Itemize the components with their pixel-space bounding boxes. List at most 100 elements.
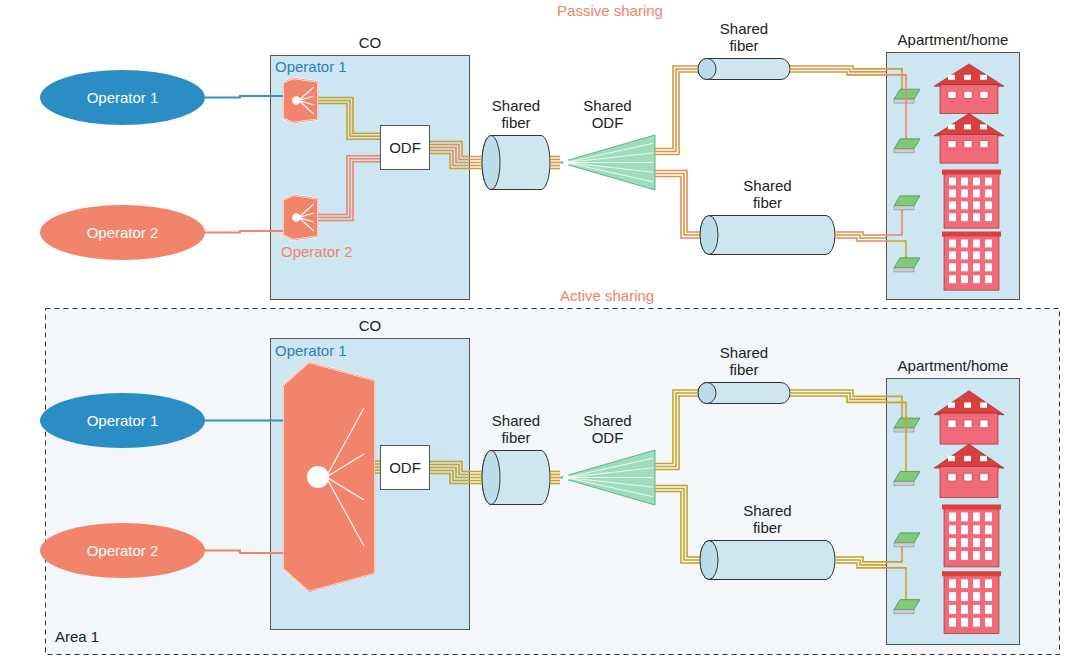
text-holder: ODF: [380, 125, 430, 170]
apartment-box: Apartment/home: [886, 378, 1020, 645]
fiber-strand: [790, 72, 886, 75]
fiber-cylinder-outline: [700, 540, 835, 580]
fiber-strand: [655, 69, 698, 152]
fiber-cylinder: Shared fiber: [482, 135, 550, 190]
fiber-strand: [550, 165, 560, 167]
fiber-strand: [655, 393, 698, 467]
splitter-triangle-label: Shared ODF: [578, 97, 638, 132]
fiber-connector: [655, 390, 698, 470]
fiber-cylinder: Shared fiber: [700, 540, 835, 580]
fiber-strand: [430, 154, 482, 169]
text-holder: Shared fiber: [486, 97, 546, 132]
fiber-strand: [655, 486, 700, 558]
apartment-box-label: Apartment/home: [883, 31, 1023, 48]
operator-ellipse: Operator 1: [40, 70, 205, 125]
fiber-strand: [205, 551, 283, 553]
fiber-connector: [205, 551, 283, 553]
fiber-cylinder-outline: [698, 58, 790, 80]
fiber-strand: [655, 174, 700, 236]
fiber-strand: [375, 469, 380, 471]
fiber-connector: [655, 171, 700, 239]
text-holder: Operator 2: [281, 243, 353, 260]
fiber-connector: [205, 96, 283, 98]
olt-icon: Operator 1: [283, 362, 375, 592]
odf-box-label: ODF: [389, 459, 421, 476]
apartment-box-label: Apartment/home: [883, 357, 1023, 374]
fiber-connector: [790, 390, 886, 402]
text-holder: Shared ODF: [578, 412, 638, 447]
fiber-strand: [318, 104, 380, 140]
fiber-strand: [550, 477, 560, 479]
splitter-triangle-outline: [560, 450, 655, 505]
fiber-strand: [550, 480, 560, 482]
olt-icon-label: Operator 1: [275, 58, 347, 75]
fiber-connector: [318, 98, 380, 140]
fiber-strand: [430, 474, 482, 484]
olt-icon-outline: [283, 78, 318, 123]
operator-ellipse-label: Operator 2: [87, 224, 159, 241]
fiber-strand: [550, 162, 560, 164]
central-office-box-label: CO: [340, 317, 400, 334]
odf-box: ODF: [380, 445, 430, 490]
label-holder: Passive sharing: [545, 2, 675, 19]
fiber-strand: [318, 159, 380, 218]
fiber-strand: [205, 231, 283, 233]
splitter-triangle-outline: [560, 135, 655, 190]
olt-icon: Operator 2: [283, 195, 318, 240]
fiber-connector: [430, 142, 482, 169]
fiber-connector: [205, 420, 283, 421]
odf-box: ODF: [380, 125, 430, 170]
text-holder: Operator 1: [275, 58, 347, 75]
text-holder: Shared fiber: [486, 412, 546, 447]
fiber-cylinder-outline: [698, 382, 790, 404]
operator-ellipse: Operator 2: [40, 523, 205, 578]
fiber-cylinder-label: Shared fiber: [738, 177, 798, 212]
text-holder: Apartment/home: [883, 31, 1023, 48]
fiber-cylinder: Shared fiber: [698, 58, 790, 80]
splitter-triangle: Shared ODF: [560, 450, 655, 505]
fiber-cylinder-label: Shared fiber: [486, 412, 546, 447]
fiber-strand: [550, 471, 560, 473]
fiber-cylinder: Shared fiber: [698, 382, 790, 404]
fiber-strand: [318, 162, 380, 221]
fiber-strand: [835, 238, 886, 241]
fiber-connector: [205, 231, 283, 233]
fiber-strand: [375, 460, 380, 462]
fiber-cylinder-label: Shared fiber: [714, 20, 774, 55]
fiber-strand: [430, 471, 482, 481]
fiber-cylinder: Shared fiber: [482, 450, 550, 505]
olt-icon-outline: [283, 195, 318, 240]
fiber-strand: [655, 489, 700, 561]
operator-ellipse-label: Operator 1: [87, 89, 159, 106]
splitter-triangle-label: Shared ODF: [578, 412, 638, 447]
text-holder: Active sharing: [560, 287, 654, 304]
fiber-strand: [655, 396, 698, 470]
fiber-cylinder-outline: [482, 450, 550, 505]
operator-ellipse: Operator 2: [40, 205, 205, 260]
odf-box-label: ODF: [389, 139, 421, 156]
area-region-label: Area 1: [55, 628, 99, 645]
fiber-cylinder: Shared fiber: [700, 215, 835, 255]
text-holder: Operator 1: [40, 70, 205, 125]
section-heading: Passive sharing: [545, 2, 675, 19]
operator-ellipse-label: Operator 2: [87, 542, 159, 559]
apartment-box: Apartment/home: [886, 52, 1020, 300]
fiber-connector: [655, 486, 700, 564]
central-office-box: COOperator 1ODF: [270, 338, 470, 630]
text-holder: Operator 1: [40, 393, 205, 448]
fiber-strand: [655, 72, 698, 155]
splitter-triangle: Shared ODF: [560, 135, 655, 190]
fiber-strand: [375, 472, 380, 474]
fiber-cylinder-label: Shared fiber: [714, 344, 774, 379]
olt-icon: Operator 1: [283, 78, 318, 123]
fiber-strand: [835, 563, 886, 568]
fiber-strand: [655, 492, 700, 564]
text-holder: Apartment/home: [883, 357, 1023, 374]
fiber-cylinder-label: Shared fiber: [486, 97, 546, 132]
fiber-connector: [550, 472, 560, 484]
text-holder: Shared fiber: [738, 502, 798, 537]
